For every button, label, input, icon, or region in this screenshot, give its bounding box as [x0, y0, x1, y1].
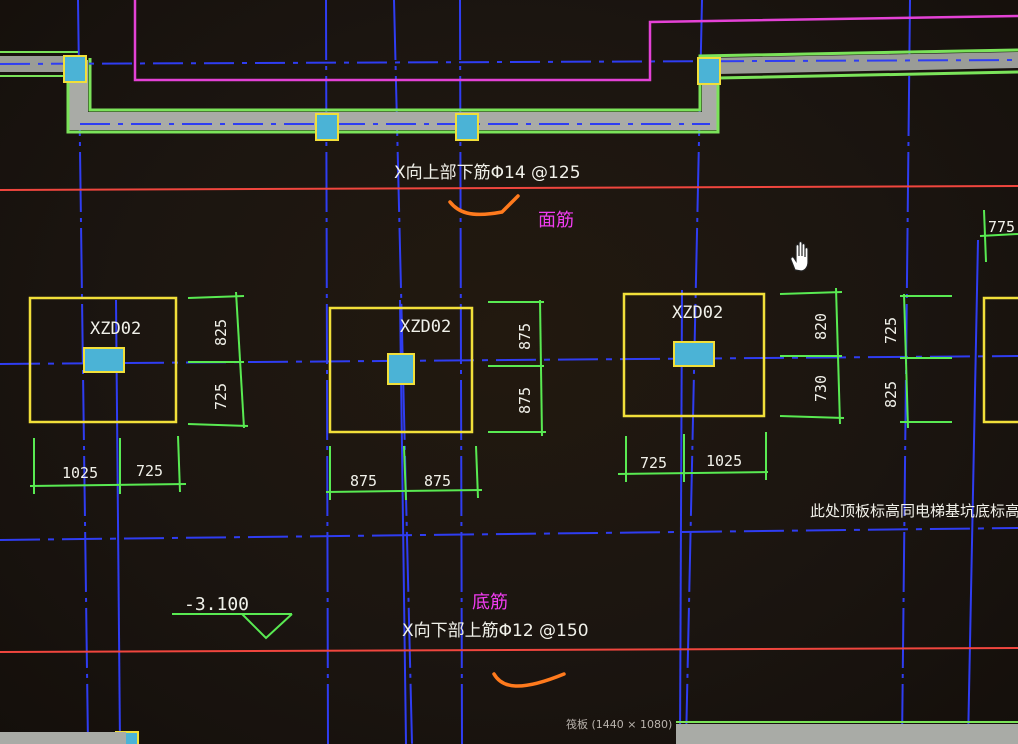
magenta-boundary [133, 0, 1018, 82]
dim-f1-v1: 825 [212, 319, 230, 346]
axis-lines-horizontal [0, 355, 1018, 541]
dim-f3-v1: 820 [812, 313, 830, 340]
image-caption: 筏板 (1440 × 1080) [566, 718, 673, 731]
footing-2-tag: XZD02 [400, 317, 451, 337]
wall-columns [63, 55, 721, 744]
bottom-bar-annotation: 底筋 [472, 592, 508, 613]
wall-top [0, 48, 1018, 134]
dimension-lines [29, 209, 1018, 640]
axis-lines-vertical-solid [115, 239, 979, 744]
dim-f3-h2: 1025 [706, 452, 742, 470]
orange-marks [448, 194, 566, 688]
rebar-lines [0, 185, 1018, 653]
footing-3: XZD02 [622, 292, 766, 418]
footing-4 [982, 296, 1018, 424]
dim-f1-h1: 1025 [62, 464, 98, 482]
dim-f2-v2: 875 [516, 387, 534, 414]
dim-f1-v2: 725 [212, 383, 230, 410]
dimension-texts: 825 725 1025 725 875 875 875 875 820 730… [62, 218, 1015, 490]
dim-f2-h1: 875 [350, 472, 377, 490]
footing-2: XZD02 [328, 306, 474, 434]
dim-edge: 775 [988, 218, 1015, 236]
dim-f1-h2: 725 [136, 462, 163, 480]
elevation-label: -3.100 [184, 594, 249, 615]
dim-f2-v1: 875 [516, 323, 534, 350]
rebar-top-note: X向上部下筋Φ14 @125 [394, 163, 581, 183]
dim-f4-v1: 725 [882, 317, 900, 344]
rebar-bottom-note: X向下部上筋Φ12 @150 [402, 621, 589, 641]
side-note: 此处顶板标高同电梯基坑底标高 [810, 502, 1018, 520]
dim-f2-h2: 875 [424, 472, 451, 490]
dim-f3-v2: 730 [812, 375, 830, 402]
footing-3-tag: XZD02 [672, 303, 723, 323]
footing-1: XZD02 [28, 296, 178, 424]
bottom-strip [0, 721, 1018, 744]
dim-f3-h1: 725 [640, 454, 667, 472]
top-bar-annotation: 面筋 [538, 210, 574, 231]
hand-icon [790, 240, 809, 272]
footing-1-tag: XZD02 [90, 319, 141, 339]
dim-f4-v2: 825 [882, 381, 900, 408]
